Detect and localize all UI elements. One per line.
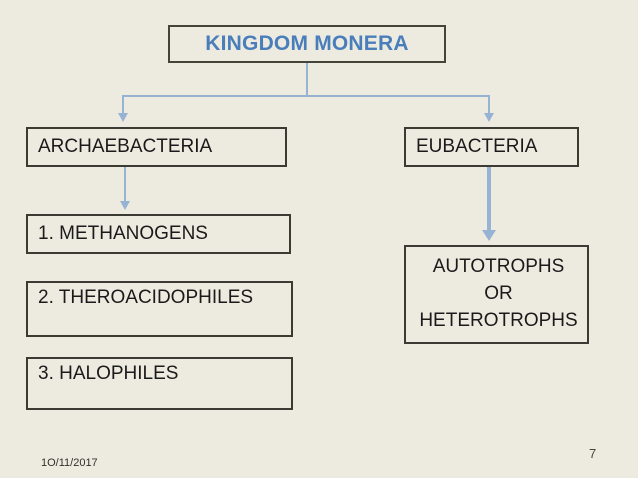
node-autotrophs-or-heterotrophs-label: AUTOTROPHS OR HETEROTROPHS bbox=[419, 256, 578, 331]
arrowhead-title-to-eubacteria-icon bbox=[484, 113, 494, 122]
node-halophiles-label: 3. HALOPHILES bbox=[38, 363, 179, 384]
node-archaebacteria[interactable]: ARCHAEBACTERIA bbox=[26, 127, 287, 167]
connector-title-crossbar bbox=[122, 95, 490, 97]
node-archaebacteria-label: ARCHAEBACTERIA bbox=[38, 136, 213, 157]
node-kingdom-monera-label: KINGDOM MONERA bbox=[205, 32, 409, 55]
arrowhead-title-to-archaebacteria-icon bbox=[118, 113, 128, 122]
node-autotrophs-or-heterotrophs[interactable]: AUTOTROPHS OR HETEROTROPHS bbox=[404, 245, 589, 344]
node-theroacidophiles-label: 2. THEROACIDOPHILES bbox=[38, 287, 254, 308]
node-methanogens-label: 1. METHANOGENS bbox=[38, 223, 208, 244]
node-halophiles[interactable]: 3. HALOPHILES bbox=[26, 357, 293, 410]
connector-title-to-archaebacteria bbox=[122, 95, 124, 115]
node-eubacteria[interactable]: EUBACTERIA bbox=[404, 127, 579, 167]
connector-archaebacteria-to-methanogens bbox=[124, 167, 126, 203]
node-eubacteria-label: EUBACTERIA bbox=[416, 136, 538, 157]
footer-date: 1O/11/2017 bbox=[41, 457, 98, 469]
arrowhead-archaebacteria-to-methanogens-icon bbox=[120, 201, 130, 210]
node-methanogens[interactable]: 1. METHANOGENS bbox=[26, 214, 291, 254]
connector-title-stem bbox=[306, 63, 308, 96]
arrowhead-eubacteria-to-trophs-icon bbox=[482, 230, 496, 241]
connector-title-to-eubacteria bbox=[488, 95, 490, 115]
node-theroacidophiles[interactable]: 2. THEROACIDOPHILES bbox=[26, 281, 293, 337]
footer-page-number: 7 bbox=[589, 446, 597, 461]
connector-eubacteria-to-trophs bbox=[487, 167, 491, 232]
node-kingdom-monera[interactable]: KINGDOM MONERA bbox=[168, 25, 446, 63]
